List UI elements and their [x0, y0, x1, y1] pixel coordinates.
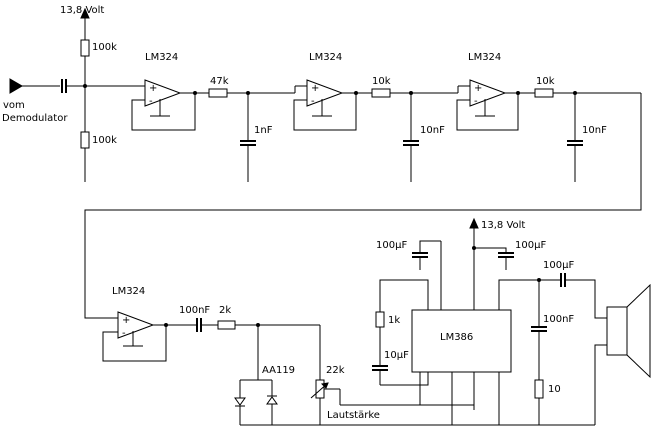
input-connector: vom Demodulator	[2, 78, 68, 124]
supply-arrow-icon	[80, 7, 90, 19]
capacitor-supply-right: 100µF	[474, 240, 546, 270]
svg-text:100nF: 100nF	[179, 305, 210, 316]
opamp-4-label: LM324	[112, 286, 145, 297]
resistor-stage-1: 47k	[208, 76, 295, 98]
gain-network: 1k 10µF	[372, 279, 429, 386]
lm386-ic: LM386	[411, 309, 512, 373]
detector-diodes: AA119	[234, 325, 295, 425]
opamp-2-label: LM324	[309, 52, 342, 63]
resistor-bias-bottom-label: 100k	[92, 135, 117, 146]
svg-text:1nF: 1nF	[254, 125, 273, 136]
volume-potentiometer: 22k Lautstärke	[310, 325, 380, 425]
resistor-stage-4: 2k	[217, 305, 320, 330]
svg-text:-: -	[474, 96, 478, 107]
svg-text:10: 10	[548, 384, 561, 395]
capacitor-stage-3: 10nF	[567, 93, 607, 182]
svg-text:100µF: 100µF	[376, 240, 407, 251]
opamp-1-label: LM324	[145, 52, 178, 63]
output-network: 100µF	[498, 260, 607, 319]
svg-text:47k: 47k	[210, 76, 229, 87]
capacitor-supply-left: 100µF	[376, 240, 442, 310]
input-coupling-capacitor	[61, 79, 132, 93]
supply-amp-label: 13,8 Volt	[481, 220, 525, 231]
pot-value: 22k	[326, 365, 345, 376]
svg-text:10nF: 10nF	[582, 125, 607, 136]
supply-amp: 13,8 Volt	[469, 217, 525, 310]
svg-text:+: +	[311, 83, 319, 94]
resistor-stage-3: 10k	[534, 76, 641, 98]
opamp-stage-4: + - LM324	[102, 286, 196, 362]
junction-dot	[193, 91, 197, 95]
capacitor-stage-4: 100nF	[179, 305, 218, 332]
svg-text:-: -	[311, 96, 315, 107]
opamp-3-label: LM324	[468, 52, 501, 63]
supply-top-label: 13,8 Volt	[60, 5, 104, 16]
junction-dot	[516, 91, 520, 95]
diode-label: AA119	[262, 365, 295, 376]
svg-text:2k: 2k	[219, 305, 231, 316]
ic-label: LM386	[440, 332, 473, 343]
svg-text:10k: 10k	[372, 76, 391, 87]
svg-text:10µF: 10µF	[384, 350, 409, 361]
interstage-wire	[84, 93, 642, 319]
opamp-stage-1: + - LM324	[131, 52, 209, 131]
junction-dot	[354, 91, 358, 95]
input-label-line2: Demodulator	[2, 113, 68, 124]
svg-text:10nF: 10nF	[420, 125, 445, 136]
capacitor-stage-1: 1nF	[240, 93, 273, 182]
svg-text:100nF: 100nF	[543, 314, 574, 325]
svg-text:+: +	[149, 83, 157, 94]
resistor-bias-bottom: 100k	[80, 86, 117, 182]
diode-icon	[234, 397, 246, 406]
resistor-bias-top-label: 100k	[92, 42, 117, 53]
supply-top: 13,8 Volt	[60, 5, 104, 40]
svg-text:-: -	[122, 328, 126, 339]
input-label-line1: vom	[3, 100, 25, 111]
svg-text:10k: 10k	[536, 76, 555, 87]
svg-text:100µF: 100µF	[515, 240, 546, 251]
junction-dot	[164, 323, 168, 327]
speaker-icon	[594, 283, 651, 425]
pot-label: Lautstärke	[327, 410, 380, 421]
svg-text:+: +	[122, 315, 130, 326]
svg-text:+: +	[474, 83, 482, 94]
supply-arrow-icon	[469, 217, 479, 229]
capacitor-stage-2: 10nF	[403, 93, 445, 182]
svg-text:100µF: 100µF	[543, 260, 574, 271]
opamp-stage-3: + - LM324	[456, 52, 535, 131]
zobel-network: 100nF 10	[531, 280, 574, 425]
svg-text:-: -	[149, 96, 153, 107]
input-arrow-icon	[9, 78, 23, 94]
diode-icon	[266, 396, 278, 405]
svg-text:1k: 1k	[388, 315, 400, 326]
resistor-stage-2: 10k	[371, 76, 458, 98]
resistor-bias-top: 100k	[80, 39, 117, 86]
opamp-stage-2: + - LM324	[293, 52, 372, 131]
junction-dot	[472, 246, 476, 250]
